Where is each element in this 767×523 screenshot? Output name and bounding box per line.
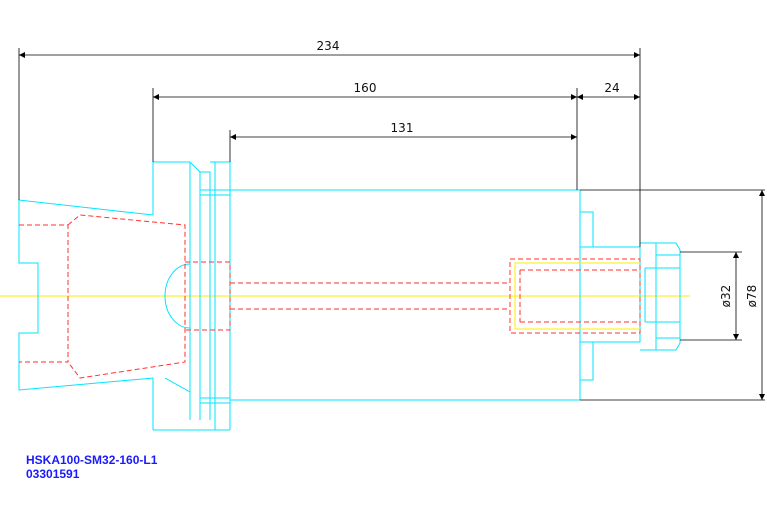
part-number: HSKA100-SM32-160-L1: [26, 453, 158, 467]
dim-bore-diameter: ø32: [719, 285, 733, 308]
dim-projection-length: 24: [604, 81, 619, 95]
dim-shank-length: 131: [391, 121, 414, 135]
dimension-lines: [18, 48, 765, 401]
dim-outer-diameter: ø78: [745, 285, 759, 308]
bore-outline: [514, 262, 640, 330]
hidden-lines: [19, 214, 641, 379]
dim-body-length: 160: [354, 81, 377, 95]
tool-outline: [18, 161, 681, 431]
article-number: 03301591: [26, 467, 80, 481]
dim-overall-length: 234: [317, 39, 340, 53]
